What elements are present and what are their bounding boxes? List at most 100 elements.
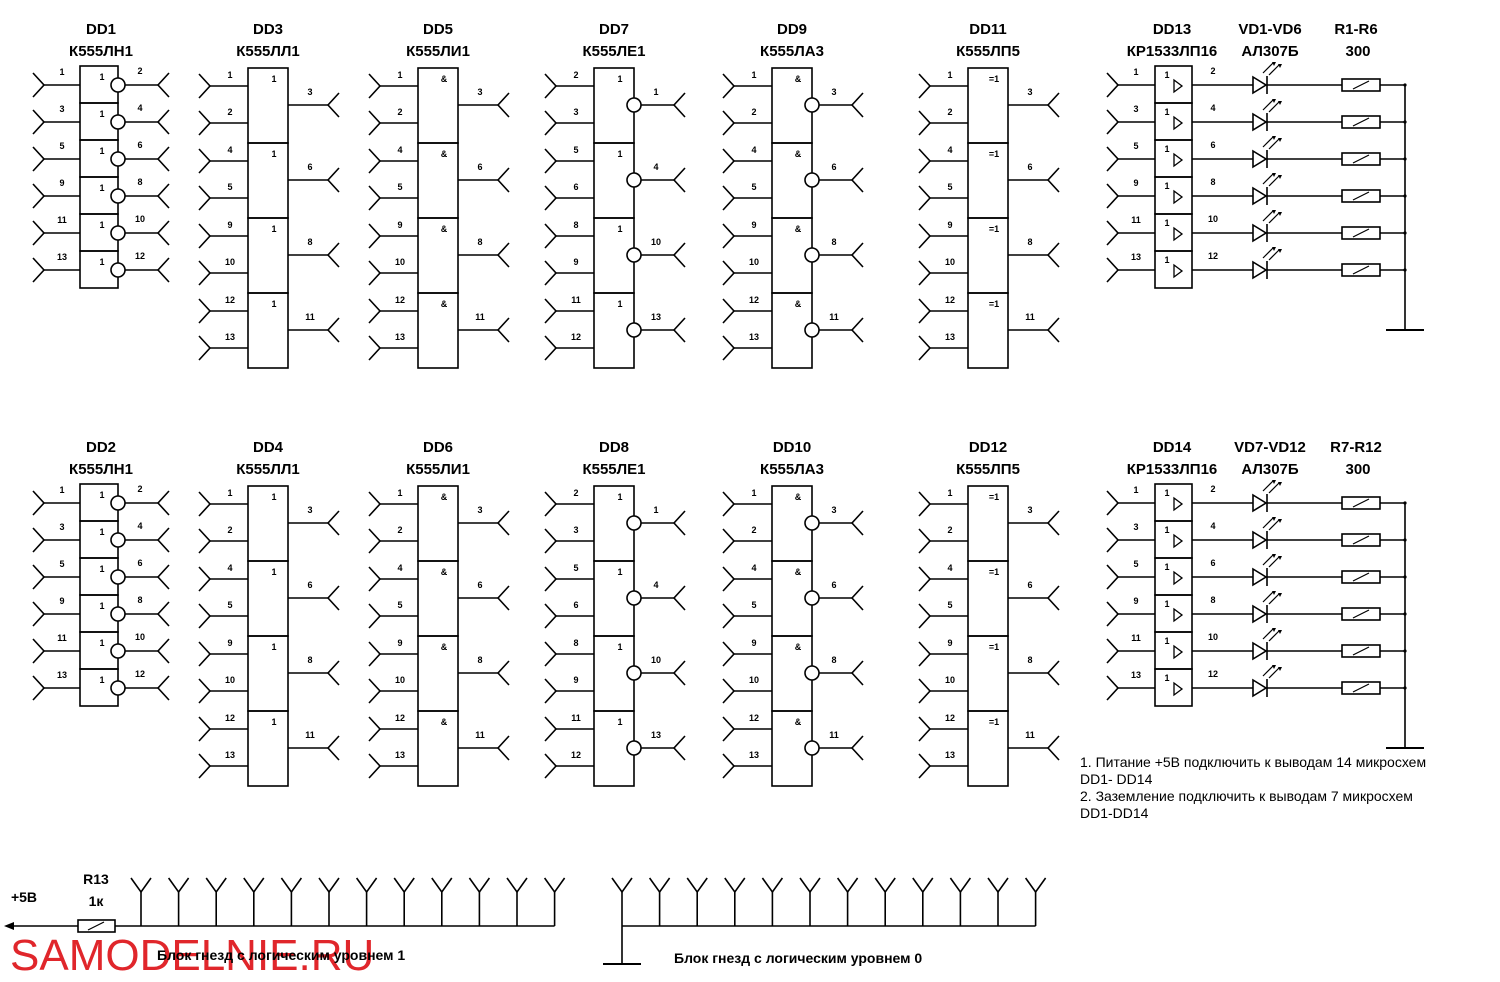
output-socket-icon [326,585,340,611]
led-arrow-icon [1272,554,1276,558]
led-icon [1252,75,1268,95]
element-symbol: 1 [99,146,104,156]
resistor-slash [1352,683,1370,693]
output-socket-icon [1046,660,1060,686]
socket-icon [543,877,566,894]
pin-number: 3 [1027,505,1032,515]
pin-number: 13 [945,750,955,760]
pin-number: 10 [135,214,145,224]
element-symbol: & [441,567,448,577]
pin-number: 6 [307,162,312,172]
input-socket-icon [198,678,212,704]
output-socket-icon [1046,167,1060,193]
input-socket-icon [368,678,382,704]
gate-element [247,635,289,712]
pin-number: 12 [1208,669,1218,679]
pin-number: 3 [1133,104,1138,114]
chip-label: DD11 [969,21,1007,38]
chip-label: DD8 [599,439,629,456]
buffer-triangle-icon [1173,189,1184,205]
element-symbol: 1 [617,224,622,234]
pin-number: 2 [751,107,756,117]
pin-number: 3 [307,87,312,97]
buffer-triangle-icon [1173,570,1184,586]
pin-number: 10 [395,675,405,685]
output-socket-icon [156,183,170,209]
led-light-ray [1268,667,1280,679]
pin-number: 13 [749,332,759,342]
pin-number: 10 [651,655,661,665]
pin-number: 11 [829,730,839,740]
pin-number: 10 [1208,214,1218,224]
pin-number: 5 [227,600,232,610]
input-socket-icon [918,73,932,99]
element-symbol: & [441,492,448,502]
gate-element [417,635,459,712]
chip-label: DD3 [253,21,283,38]
input-socket-icon [544,185,558,211]
input-socket-icon [722,335,736,361]
input-socket-icon [368,223,382,249]
led-icon [1252,567,1268,587]
led-arrow-icon [1278,667,1282,671]
output-socket-icon [850,660,864,686]
chip-part-number: К555ЛЕ1 [582,461,645,478]
resistor-value: 300 [1345,43,1370,60]
led-icon [1252,223,1268,243]
led-light-ray [1262,247,1274,259]
led-light-ray [1262,665,1274,677]
element-symbol: 1 [1164,525,1169,535]
output-socket-icon [156,601,170,627]
led-icon [1252,641,1268,661]
output-socket-icon [496,510,510,536]
resistor-slash [1352,498,1370,508]
chip-label: DD7 [599,21,629,38]
input-socket-icon [368,566,382,592]
pin-number: 4 [653,162,658,172]
led-arrow-icon [1272,247,1276,251]
socket-icon [506,877,528,894]
inversion-bubble [804,515,820,531]
element-symbol: 1 [1164,218,1169,228]
pin-number: 2 [751,525,756,535]
led-arrow-icon [1272,628,1276,632]
chip-part-number: К555ЛЛ1 [236,43,300,60]
socket-icon [205,877,227,894]
led-light-ray [1262,99,1274,111]
input-socket-icon [722,753,736,779]
input-socket-icon [32,109,46,135]
chip-label: DD13 [1153,21,1191,38]
input-socket-icon [722,148,736,174]
pin-number: 11 [571,295,581,305]
led-arrow-icon [1278,249,1282,253]
pin-number: 1 [397,488,402,498]
input-socket-icon [368,753,382,779]
output-socket-icon [156,527,170,553]
led-group-label: VD7-VD12 [1234,439,1306,456]
socket-icon [724,877,746,894]
input-socket-icon [722,223,736,249]
element-symbol: 1 [617,299,622,309]
output-socket-icon [326,510,340,536]
pin-number: 10 [225,675,235,685]
pin-number: 3 [307,505,312,515]
pin-number: 3 [59,104,64,114]
pin-number: 8 [573,638,578,648]
element-symbol: 1 [271,74,276,84]
led-light-ray [1268,630,1280,642]
element-symbol: 1 [271,224,276,234]
led-light-ray [1262,480,1274,492]
led-arrow-icon [1278,212,1282,216]
pin-number: 9 [573,675,578,685]
buffer-triangle-icon [1173,644,1184,660]
inversion-bubble [804,322,820,338]
element-symbol: & [795,567,802,577]
led-icon [1252,678,1268,698]
input-socket-icon [198,185,212,211]
led-arrow-icon [1278,101,1282,105]
input-socket-icon [198,335,212,361]
led-light-ray [1262,554,1274,566]
input-socket-icon [198,603,212,629]
input-socket-icon [918,753,932,779]
output-socket-icon [326,317,340,343]
